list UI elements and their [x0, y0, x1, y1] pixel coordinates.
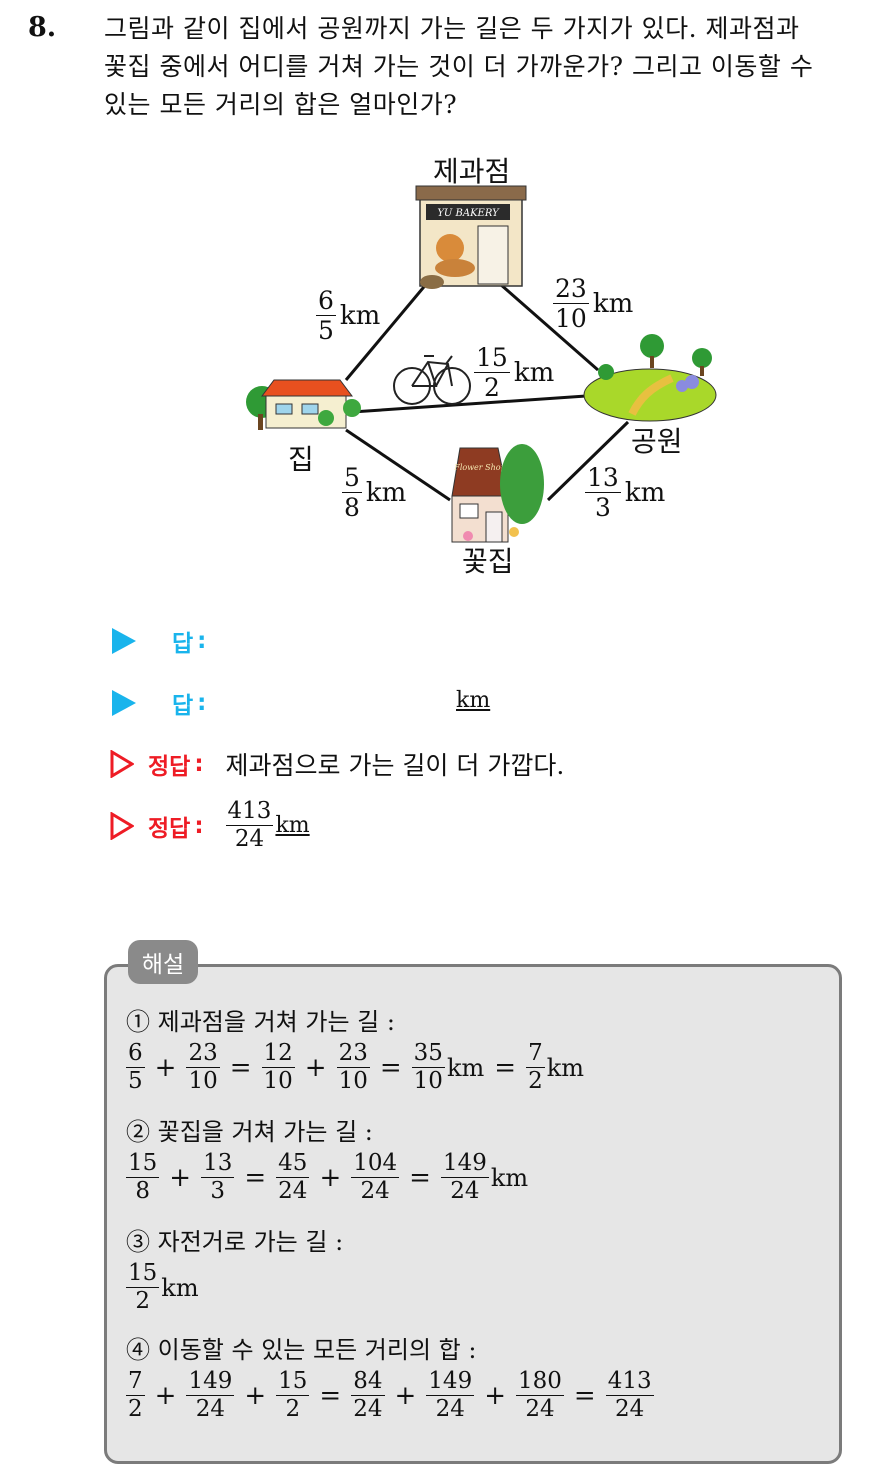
solution-box — [104, 964, 842, 1464]
bicycle-icon — [393, 355, 471, 405]
correct-answer-label: 정답 — [148, 754, 191, 780]
operator: = — [229, 1052, 252, 1083]
unit-label: km — [546, 1053, 585, 1082]
operator: = — [244, 1162, 267, 1193]
operator: = — [409, 1162, 431, 1193]
route-diagram: YU BAKERY F — [246, 185, 717, 543]
shop-sign: Flower Shop — [453, 463, 505, 472]
answer-row-2: 답 : — [112, 686, 206, 720]
operator: = — [319, 1380, 342, 1411]
answer-label: 답 — [172, 631, 194, 657]
label-house: 집 — [288, 443, 314, 476]
label-bakery: 제과점 — [433, 155, 511, 188]
operator: = — [379, 1052, 402, 1083]
solution-step3-title: ③ 자전거로 가는 길 : — [126, 1228, 344, 1256]
unit-label: km — [161, 1273, 199, 1302]
solution-tag: 해설 — [128, 940, 198, 984]
question-text: 그림과 같이 집에서 공원까지 가는 길은 두 가지가 있다. 제과점과 꽃집 … — [104, 10, 864, 124]
road-house-flower — [345, 428, 451, 502]
solution-step4-title: ④ 이동할 수 있는 모든 거리의 합 : — [126, 1336, 477, 1364]
operator: + — [154, 1052, 177, 1083]
answer-row-1: 답 : — [112, 624, 206, 658]
operator: + — [319, 1162, 342, 1193]
solution-step1-title: ① 제과점을 거쳐 가는 길 : — [126, 1008, 395, 1036]
operator: + — [394, 1380, 417, 1411]
operator: = — [494, 1052, 517, 1083]
question-number: 8. — [28, 12, 57, 43]
flower-shop-illustration: Flower Shop — [451, 444, 544, 543]
label-park: 공원 — [631, 425, 683, 458]
unit-label: km — [446, 1053, 485, 1082]
road-house-park — [351, 394, 587, 414]
operator: + — [244, 1380, 267, 1411]
question-line: 꽃집 중에서 어디를 거쳐 가는 것이 더 가까운가? 그리고 이동할 수 — [104, 52, 814, 81]
house-illustration — [246, 379, 361, 430]
road-bakery-park — [499, 282, 599, 372]
correct-answer-text: 제과점으로 가는 길이 더 가깝다. — [225, 751, 565, 780]
operator: + — [154, 1380, 177, 1411]
bakery-sign: YU BAKERY — [437, 208, 500, 219]
play-arrow-icon — [112, 690, 136, 716]
outline-arrow-icon — [110, 750, 134, 778]
road-flower-park — [546, 420, 630, 502]
park-illustration — [583, 334, 717, 422]
play-arrow-icon — [112, 628, 136, 654]
answer-label: 답 — [172, 693, 194, 719]
operator: + — [484, 1380, 506, 1411]
outline-arrow-icon — [110, 811, 134, 840]
unit-label: km — [490, 1163, 529, 1192]
question-line: 있는 모든 거리의 합은 얼마인가? — [104, 90, 458, 119]
question-line: 그림과 같이 집에서 공원까지 가는 길은 두 가지가 있다. 제과점과 — [104, 14, 800, 43]
road-house-bakery — [344, 281, 430, 381]
operator: + — [169, 1162, 192, 1193]
bakery-illustration: YU BAKERY — [415, 185, 527, 289]
operator: + — [304, 1052, 327, 1083]
correct-answer-row-1: 정답 : 제과점으로 가는 길이 더 가깝다. — [110, 746, 564, 782]
operator: = — [573, 1380, 596, 1411]
label-flower-shop: 꽃집 — [462, 545, 514, 578]
solution-step2-title: ② 꽃집을 거쳐 가는 길 : — [126, 1118, 373, 1146]
answer-blank-unit: km — [456, 688, 491, 713]
correct-answer-label: 정답 — [148, 815, 191, 842]
